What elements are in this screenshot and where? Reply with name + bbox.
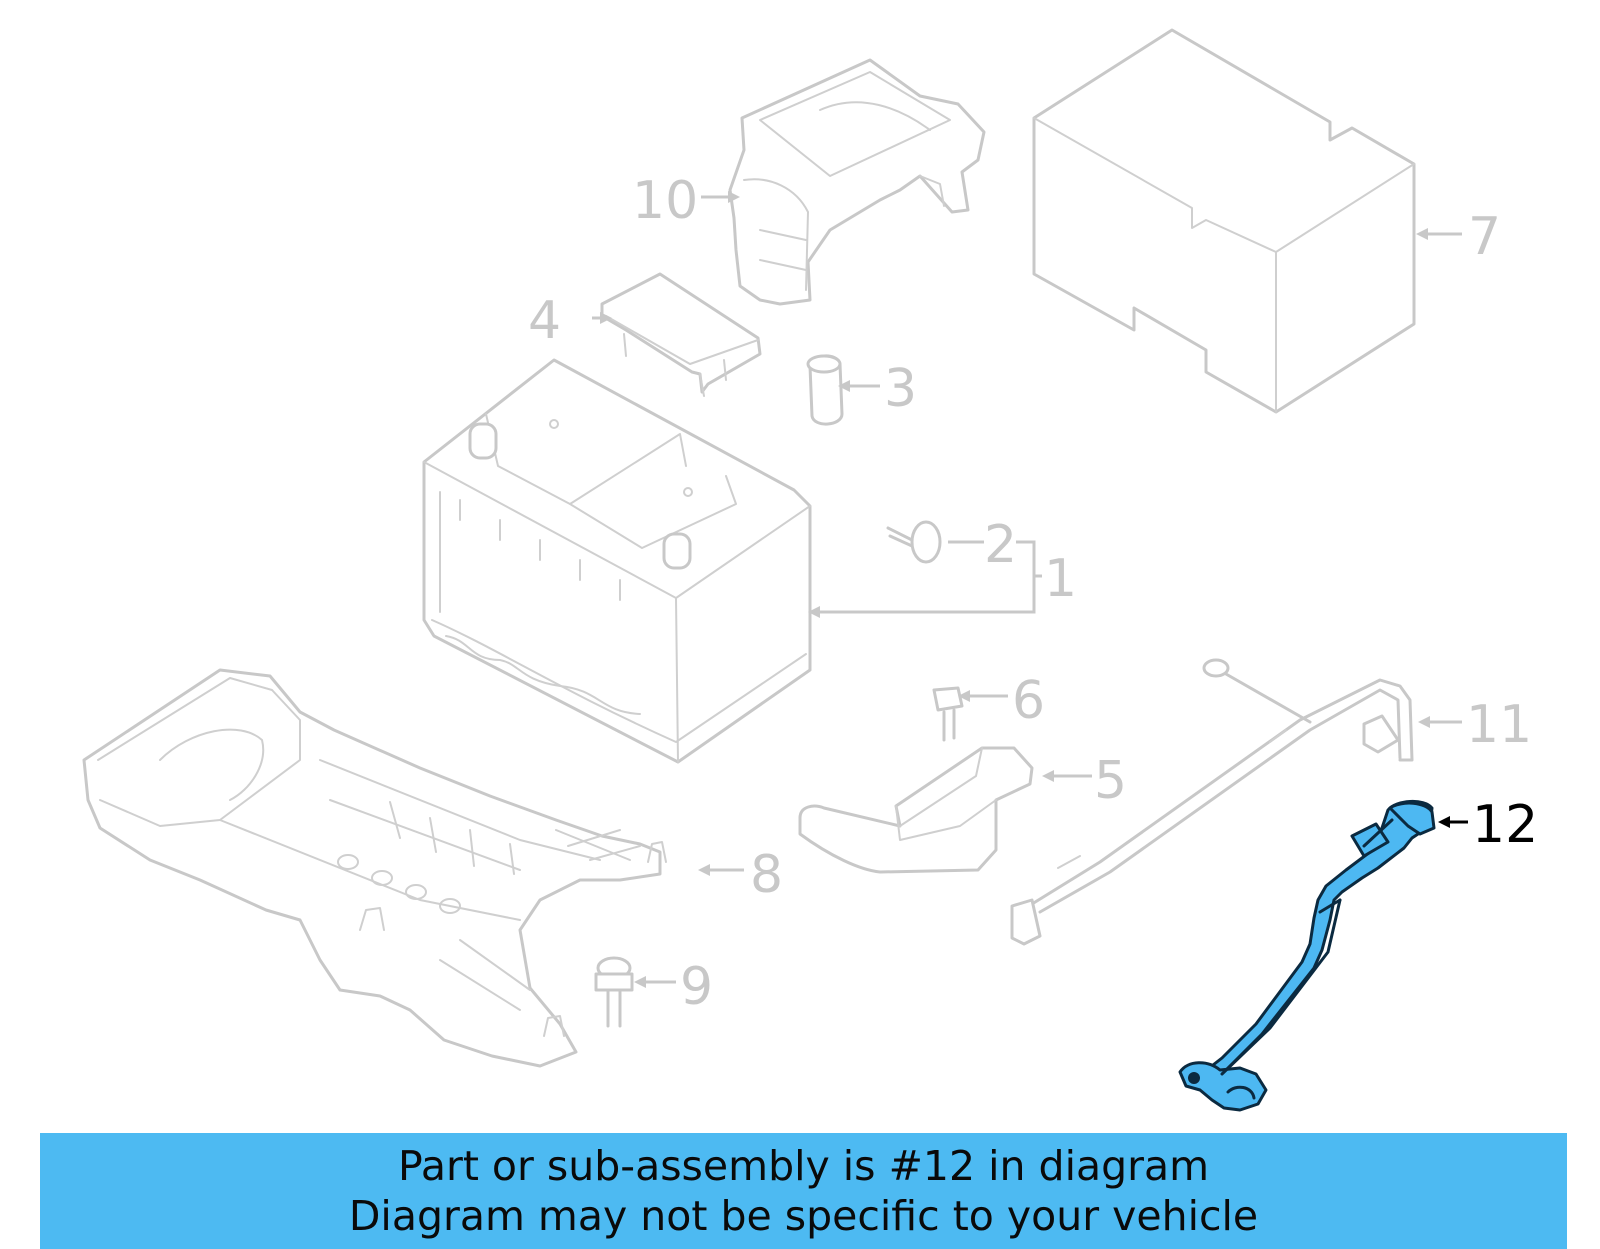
part-10-bracket bbox=[728, 58, 986, 306]
callout-6: 6 bbox=[1012, 671, 1045, 731]
callout-1: 1 bbox=[1044, 549, 1077, 609]
part-8-tray bbox=[82, 668, 667, 1068]
banner-line-1: Part or sub-assembly is #12 in diagram bbox=[397, 1142, 1210, 1190]
callout-4: 4 bbox=[528, 291, 561, 351]
part-2-bolt bbox=[886, 520, 942, 564]
part-6-bolt bbox=[932, 686, 964, 742]
part-11-cable bbox=[1010, 658, 1414, 946]
callout-3: 3 bbox=[884, 359, 917, 419]
part-5-clamp bbox=[798, 746, 1034, 874]
leader-lines bbox=[592, 191, 1468, 988]
callout-12: 12 bbox=[1472, 795, 1538, 855]
callout-8: 8 bbox=[750, 845, 783, 905]
part-7-cover bbox=[1032, 28, 1416, 414]
part-3-cap bbox=[806, 354, 844, 426]
callout-11: 11 bbox=[1466, 695, 1532, 755]
callout-2: 2 bbox=[984, 515, 1017, 575]
part-9-bolt bbox=[594, 956, 634, 1028]
callout-7: 7 bbox=[1468, 207, 1501, 267]
callout-5: 5 bbox=[1094, 751, 1127, 811]
callout-9: 9 bbox=[680, 957, 713, 1017]
callout-10: 10 bbox=[632, 171, 698, 231]
part-1-battery bbox=[422, 358, 812, 764]
part-4-plate bbox=[600, 272, 762, 397]
part-12-cable bbox=[1178, 800, 1436, 1112]
info-banner: Part or sub-assembly is #12 in diagram D… bbox=[40, 1133, 1567, 1249]
banner-line-2: Diagram may not be specific to your vehi… bbox=[348, 1192, 1259, 1240]
